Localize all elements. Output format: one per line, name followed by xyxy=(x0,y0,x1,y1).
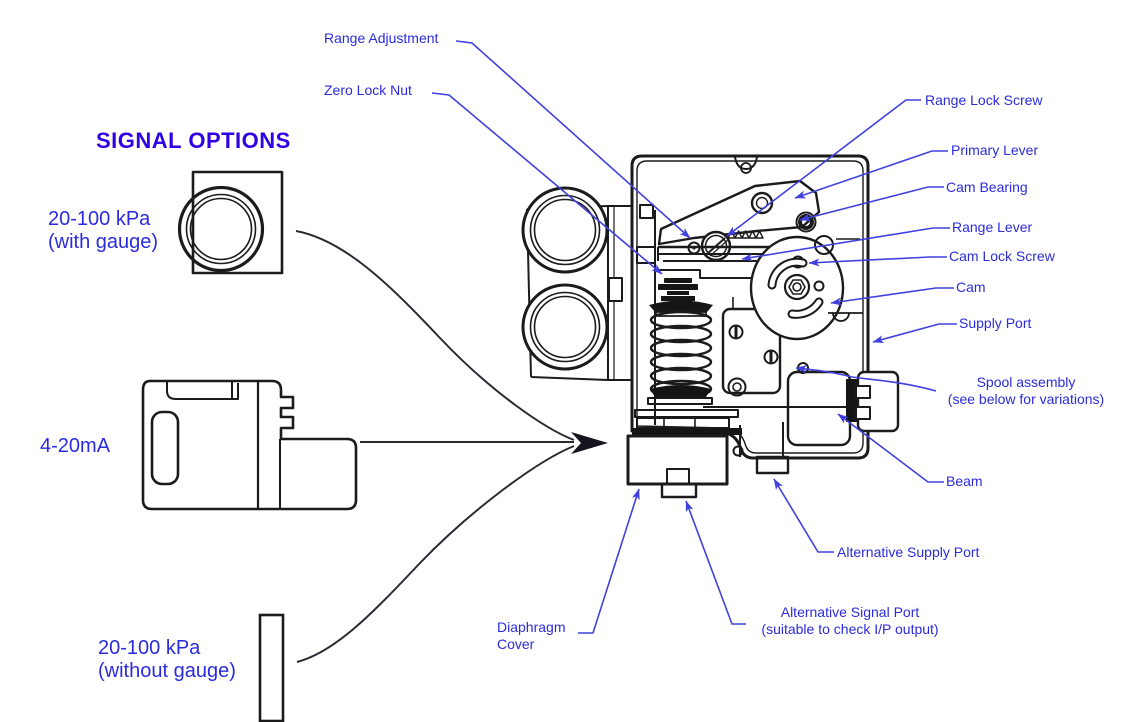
callout-spool-assembly-line2: (see below for variations) xyxy=(947,391,1105,407)
callout-diaphragm-cover-line2: Cover xyxy=(497,636,535,652)
callout-alternative-supply-port: Alternative Supply Port xyxy=(837,544,980,560)
blank-plate-drawing xyxy=(258,613,285,722)
signal-options-heading: SIGNAL OPTIONS xyxy=(96,128,291,153)
callout-zero-lock-nut: Zero Lock Nut xyxy=(324,82,412,98)
callout-alternative-signal-port-line2: (suitable to check I/P output) xyxy=(761,621,939,637)
option-with-gauge-line2: (with gauge) xyxy=(48,231,159,253)
callout-alternative-signal-port: Alternative Signal Port (suitable to che… xyxy=(744,604,956,638)
option-without-gauge-line1: 20-100 kPa xyxy=(98,637,201,659)
option-connectors xyxy=(295,230,575,663)
callout-range-lever: Range Lever xyxy=(952,219,1033,235)
callout-alternative-signal-port-line1: Alternative Signal Port xyxy=(780,604,920,620)
option-without-gauge-line2: (without gauge) xyxy=(98,660,236,682)
gauge-option-drawing xyxy=(177,170,284,275)
leader-lines xyxy=(431,40,957,634)
signal-arrowhead xyxy=(571,432,608,454)
option-without-gauge-label: 20-100 kPa (without gauge) xyxy=(98,637,236,683)
callout-spool-assembly: Spool assembly (see below for variations… xyxy=(930,374,1122,408)
callout-diaphragm-cover: Diaphragm Cover xyxy=(497,619,565,653)
callout-primary-lever: Primary Lever xyxy=(951,142,1039,158)
callout-spool-assembly-line1: Spool assembly xyxy=(976,374,1076,390)
callout-cam-lock-screw: Cam Lock Screw xyxy=(949,248,1055,264)
callout-diaphragm-cover-line1: Diaphragm xyxy=(497,619,566,635)
callout-supply-port: Supply Port xyxy=(959,315,1032,331)
option-with-gauge-label: 20-100 kPa (with gauge) xyxy=(48,208,158,254)
callout-cam-bearing: Cam Bearing xyxy=(946,179,1028,195)
callout-range-adjustment: Range Adjustment xyxy=(324,30,439,46)
callout-cam: Cam xyxy=(956,279,986,295)
callout-beam: Beam xyxy=(946,473,983,489)
callout-range-lock-screw: Range Lock Screw xyxy=(925,92,1043,108)
option-current-label: 4-20mA xyxy=(40,435,111,457)
ip-converter-drawing xyxy=(141,379,358,511)
option-with-gauge-line1: 20-100 kPa xyxy=(48,208,151,230)
